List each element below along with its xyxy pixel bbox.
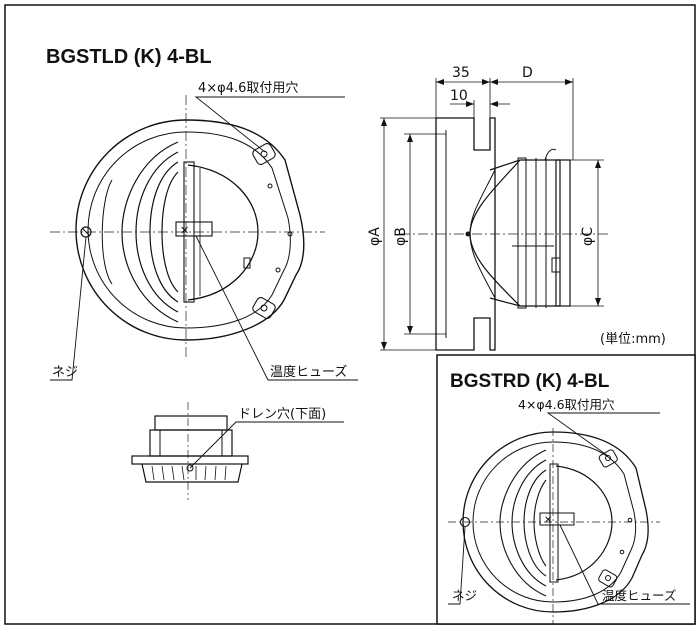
drain-hole-icon	[186, 464, 194, 472]
screw-slot	[82, 228, 90, 236]
louver-1	[121, 141, 179, 323]
leader-mount-hole	[194, 96, 345, 153]
louver-2	[135, 151, 179, 313]
dim-35-text: 35	[452, 65, 470, 81]
unit-note: (単位:mm)	[600, 331, 666, 347]
inset-fuse-holder	[539, 512, 575, 526]
inset-flange-inner-left	[472, 441, 554, 603]
flange-block	[131, 455, 249, 465]
inset-mount-hole-bottom	[598, 569, 618, 588]
inset-louver-2	[511, 459, 547, 587]
inset-leader-mount-hole	[546, 412, 660, 457]
inset-flange-outer-left	[462, 431, 554, 613]
outer-frame	[4, 4, 696, 625]
damper-arc	[187, 164, 259, 301]
dim-D-text: D	[522, 65, 533, 81]
model-title-inset: BGSTRD (K) 4-BL	[450, 371, 610, 392]
inner-arc	[101, 179, 113, 285]
small-hole	[267, 183, 273, 189]
inset-damper-arc	[555, 465, 613, 581]
drain-label: ドレン穴(下面)	[238, 407, 326, 422]
screw-label: ネジ	[52, 365, 78, 380]
small-hole	[275, 267, 281, 273]
dim-A-text: φA	[367, 227, 383, 246]
inset-mount-hole-label: 4×φ4.6取付用穴	[518, 397, 615, 412]
dim-10-text: 10	[450, 88, 468, 104]
inset-screw-label: ネジ	[452, 588, 477, 603]
dim-C-text: φC	[580, 227, 596, 246]
flange-outer-right	[185, 119, 305, 341]
inset-flange-outer-right	[552, 431, 649, 613]
fuse-holder	[175, 221, 213, 237]
inset-fuse-label: 温度ヒューズ	[602, 588, 676, 603]
side-grill	[555, 159, 571, 307]
louver-4	[161, 171, 179, 293]
inset-louver-3	[523, 469, 547, 577]
leader-screw	[50, 236, 87, 381]
inset-small-hole	[627, 517, 633, 523]
leader-drain	[189, 421, 344, 469]
inset-damper-shaft	[549, 463, 559, 583]
flange-outer-left	[75, 119, 187, 341]
louver-3	[149, 161, 179, 303]
inset-fuse-mark: ✕	[544, 515, 552, 526]
inset-leader-screw	[448, 526, 466, 605]
side-ring	[517, 157, 527, 309]
inset-small-hole	[619, 549, 625, 555]
flange-inner-left	[87, 131, 187, 329]
inset-leader-fuse	[559, 524, 690, 605]
side-clip	[551, 257, 561, 273]
model-title-left: BGSTLD (K) 4-BL	[46, 46, 212, 68]
inset-louver-4	[533, 479, 547, 567]
front-view-left: BGSTLD (K) 4-BL ✕	[46, 46, 358, 381]
top-block	[154, 415, 228, 431]
side-flange	[435, 117, 496, 351]
fuse-mark: ✕	[180, 224, 189, 237]
mount-hole-label: 4×φ4.6取付用穴	[198, 81, 298, 96]
grill-lines	[151, 465, 227, 481]
inset-view: BGSTRD (K) 4-BL ✕ 4×φ4.6取付用穴 ネジ	[436, 354, 696, 625]
flange-inner-right	[185, 131, 291, 329]
inset-flange-inner-right	[552, 441, 637, 603]
damper-shaft	[183, 161, 195, 303]
side-view: 35 10 D φA φB φC (単位:mm)	[367, 65, 666, 351]
side-body	[489, 159, 561, 307]
fuse-label: 温度ヒューズ	[270, 364, 347, 380]
inset-louver-1	[499, 449, 547, 597]
dim-B-text: φB	[393, 227, 409, 246]
bottom-view: ドレン穴(下面)	[131, 402, 344, 500]
inset-frame	[436, 354, 696, 625]
small-hole	[287, 231, 293, 237]
mount-hole-bottom	[252, 296, 276, 320]
side-wire	[544, 148, 557, 161]
leader-fuse	[195, 235, 358, 381]
body-block	[149, 429, 233, 457]
grill-block	[141, 463, 243, 483]
inset-screw-icon	[459, 516, 471, 528]
tab	[243, 257, 251, 269]
